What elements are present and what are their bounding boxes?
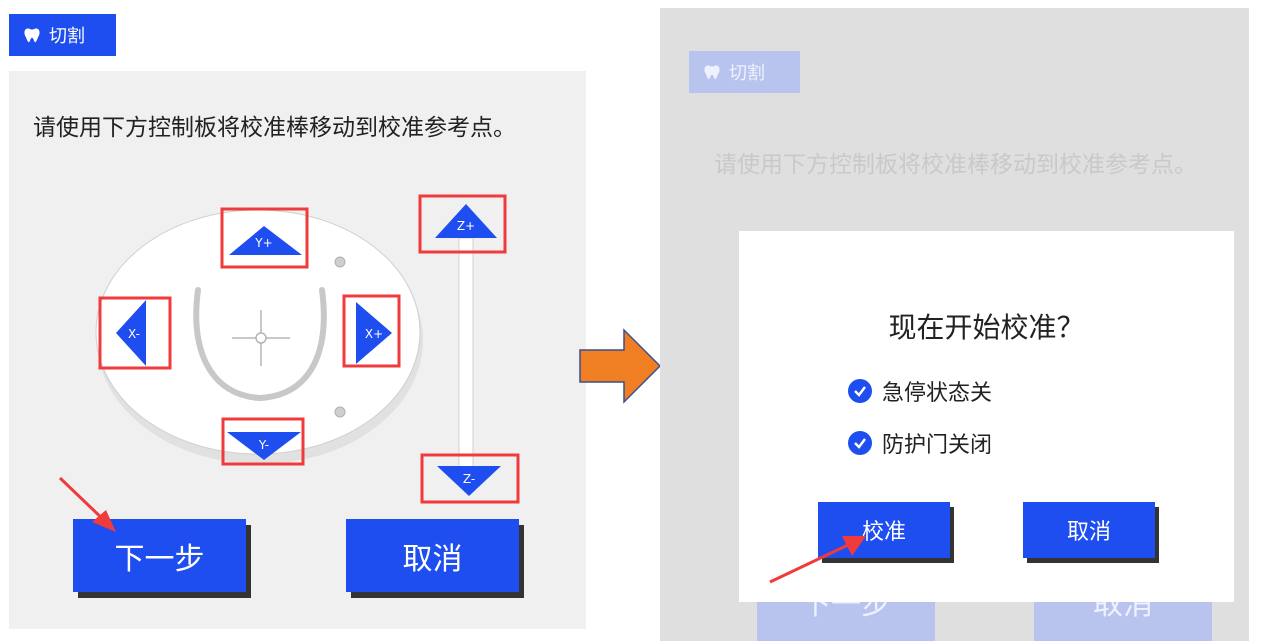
x-plus-label: X+ [365,327,383,341]
check-item-door-label: 防护门关闭 [882,433,993,458]
checkmark-icon [848,431,872,455]
top-edge [660,0,1264,8]
x-minus-button[interactable]: X- [98,296,172,370]
reference-arch [193,287,327,402]
y-plus-label: Y+ [254,236,272,250]
y-plus-button[interactable]: Y+ [220,207,309,269]
z-rail [458,237,474,479]
check-item-estop-label: 急停状态关 [882,381,993,406]
x-minus-label: X- [128,327,140,341]
cut-tag-faded-label: 切割 [729,63,765,84]
checkmark-icon [848,379,872,403]
tooth-icon [24,28,40,43]
z-plus-button[interactable]: Z+ [418,194,507,254]
annotation-arrow-icon [58,476,116,532]
right-edge [1249,0,1264,641]
annotation-arrow-icon [769,536,866,584]
z-plus-label: Z+ [457,219,475,233]
plate-dot-bottom [334,406,346,418]
cancel-button[interactable]: 取消 [346,519,519,592]
z-minus-label: Z- [463,472,475,486]
next-button[interactable]: 下一步 [73,519,246,592]
dialog-cancel-button[interactable]: 取消 [1023,502,1155,558]
y-minus-label: Y- [258,438,269,452]
z-minus-button[interactable]: Z- [420,453,520,504]
x-plus-button[interactable]: X+ [342,294,401,368]
check-item-door[interactable]: 防护门关闭 [848,427,992,459]
y-minus-button[interactable]: Y- [221,417,305,466]
control-board: Y+ Y- X- X+ Z+ Z- [90,190,530,510]
arrow-right-icon [579,328,662,404]
instruction-text: 请使用下方控制板将校准棒移动到校准参考点。 [33,115,516,141]
cut-tag[interactable]: 切割 [9,14,116,56]
plate-dot-top [334,256,346,268]
instruction-text-faded: 请使用下方控制板将校准棒移动到校准参考点。 [714,152,1197,178]
tooth-icon [704,65,720,80]
cut-tag-faded: 切割 [689,51,800,93]
dialog-title: 现在开始校准？ [888,311,1085,344]
reference-point [255,332,267,344]
cut-tag-label: 切割 [49,26,85,47]
check-item-estop[interactable]: 急停状态关 [848,375,992,407]
